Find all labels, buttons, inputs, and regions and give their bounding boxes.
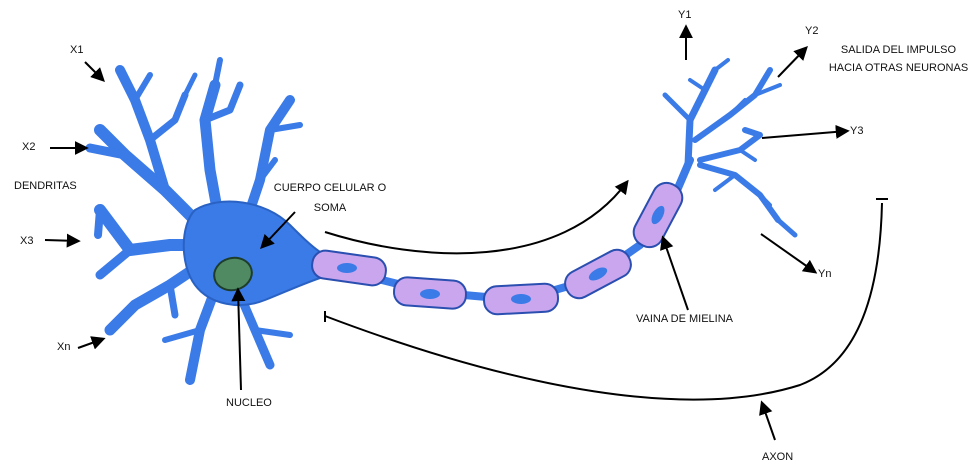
myelin-segment — [629, 178, 687, 252]
cuerpo-label-line2: SOMA — [270, 202, 390, 215]
salida-label-line2: HACIA OTRAS NEURONAS — [826, 62, 971, 75]
input-label-x2: X2 — [22, 141, 35, 154]
axon-arrow — [762, 403, 775, 440]
output-label-y1: Y1 — [678, 9, 691, 22]
xn-arrow — [78, 339, 103, 348]
myelin-segment — [393, 277, 467, 310]
cuerpo-label-line1: CUERPO CELULAR O — [270, 182, 390, 195]
input-label-x1: X1 — [70, 44, 83, 57]
output-label-y2: Y2 — [805, 25, 818, 38]
salida-label-line1: SALIDA DEL IMPULSO — [826, 44, 971, 57]
vaina-arrow — [663, 238, 688, 310]
vaina-label: VAINA DE MIELINA — [636, 313, 733, 326]
output-label-y3: Y3 — [850, 125, 863, 138]
nucleo-label: NUCLEO — [226, 397, 272, 410]
dendritas-label: DENDRITAS — [14, 180, 77, 193]
myelin-segment — [561, 245, 636, 303]
y2-arrow — [778, 48, 806, 77]
salida-impulso-label: SALIDA DEL IMPULSO HACIA OTRAS NEURONAS — [826, 44, 971, 75]
input-label-x3: X3 — [20, 235, 33, 248]
myelin-segment — [483, 283, 558, 315]
axon-label: AXON — [762, 451, 793, 464]
soma — [184, 202, 320, 305]
axon-terminals — [665, 60, 795, 235]
myelin-segment — [310, 249, 387, 287]
cuerpo-celular-label: CUERPO CELULAR O SOMA — [270, 182, 390, 215]
yn-arrow — [761, 234, 815, 272]
x3-arrow — [45, 240, 78, 241]
output-label-yn: Yn — [818, 268, 831, 281]
input-label-xn: Xn — [57, 341, 70, 354]
x1-arrow — [85, 62, 103, 80]
y3-arrow — [762, 131, 847, 138]
